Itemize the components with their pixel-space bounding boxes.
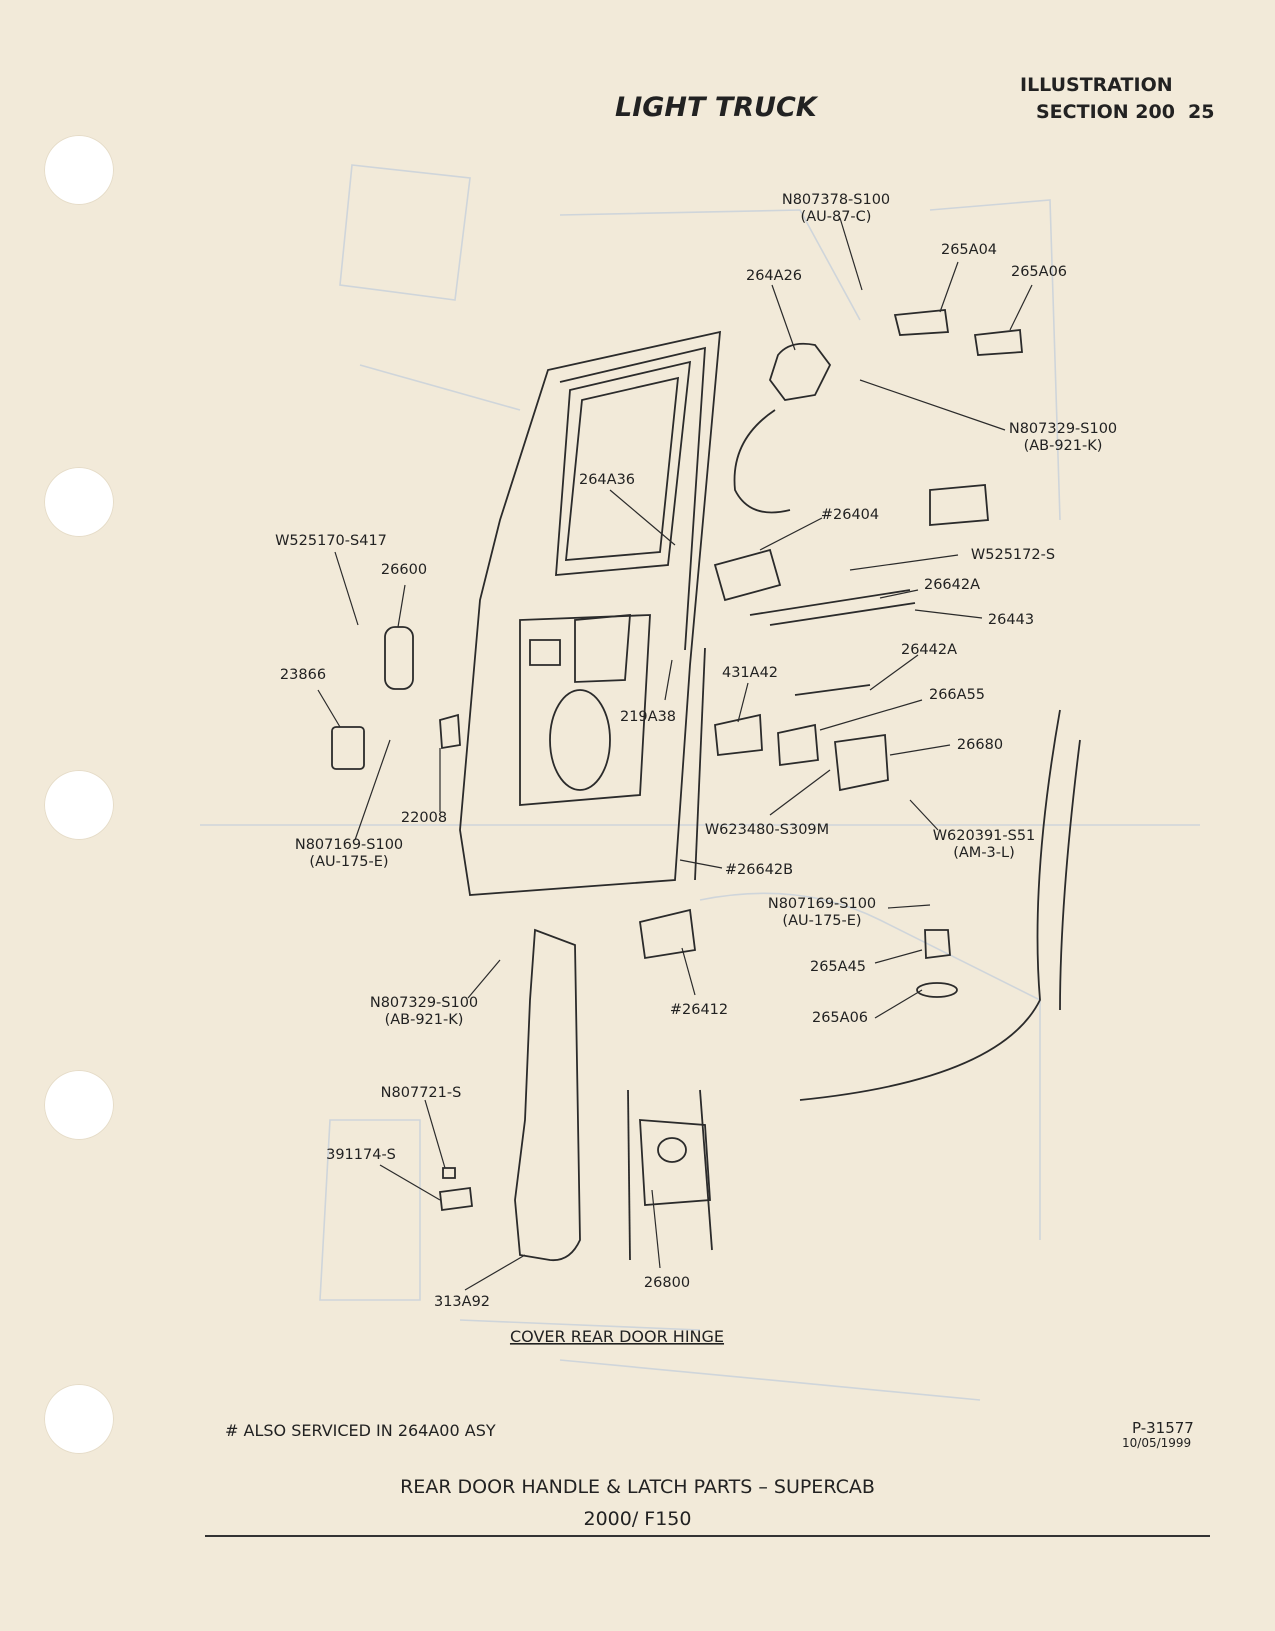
- part-label: 264A36: [579, 472, 635, 488]
- part-label: N807378-S100(AU-87-C): [782, 192, 890, 225]
- hinge-cover: [439, 928, 713, 1262]
- page-title: LIGHT TRUCK: [615, 92, 817, 123]
- section-label: SECTION 200: [1036, 101, 1175, 123]
- binder-hole: [44, 1384, 114, 1454]
- part-label: N807329-S100(AB-921-K): [370, 995, 478, 1028]
- part-label: #26642B: [725, 862, 793, 878]
- part-label: W623480-S309M: [705, 822, 829, 838]
- part-label: N807329-S100(AB-921-K): [1009, 421, 1117, 454]
- caption-subtitle: 2000/ F150: [583, 1508, 692, 1530]
- part-label: N807721-S: [381, 1085, 462, 1101]
- part-label: 313A92: [434, 1294, 490, 1310]
- part-label: N807169-S100(AU-175-E): [295, 837, 403, 870]
- reference-number: P-31577: [1132, 1419, 1194, 1437]
- inside-handle-parts: [331, 626, 461, 770]
- rear-door-panel: [459, 330, 722, 896]
- part-label: 26642A: [924, 577, 980, 593]
- part-label: 265A04: [941, 242, 997, 258]
- part-label: W525170-S417: [275, 533, 387, 549]
- binder-hole: [44, 135, 114, 205]
- part-label: #26404: [821, 507, 879, 523]
- footer-rule: [205, 1535, 1210, 1537]
- part-label: 26680: [957, 737, 1003, 753]
- binder-hole: [44, 770, 114, 840]
- part-label: 23866: [280, 667, 326, 683]
- part-label: 219A38: [620, 709, 676, 725]
- binder-hole: [44, 1070, 114, 1140]
- page-number: 25: [1188, 101, 1215, 123]
- ghost-drawing: [200, 164, 1200, 1401]
- part-label: 26442A: [901, 642, 957, 658]
- part-label: W620391-S51(AM-3-L): [933, 828, 1036, 861]
- latch-assembly: [638, 309, 1023, 960]
- part-label: 264A26: [746, 268, 802, 284]
- part-label: 266A55: [929, 687, 985, 703]
- part-label: 26600: [381, 562, 427, 578]
- part-label: W525172-S: [971, 547, 1055, 563]
- part-label: 26800: [644, 1275, 690, 1291]
- part-label: 265A06: [812, 1010, 868, 1026]
- part-label: 265A06: [1011, 264, 1067, 280]
- part-label: 265A45: [810, 959, 866, 975]
- reference-date: 10/05/1999: [1122, 1436, 1192, 1450]
- illustration-label: ILLUSTRATION: [1020, 74, 1173, 96]
- part-label: 26443: [988, 612, 1034, 628]
- binder-hole: [44, 467, 114, 537]
- hinge-cover-caption: COVER REAR DOOR HINGE: [510, 1327, 724, 1346]
- part-label: 431A42: [722, 665, 778, 681]
- part-label: 391174-S: [326, 1147, 396, 1163]
- part-label: #26412: [670, 1002, 728, 1018]
- part-label: N807169-S100(AU-175-E): [768, 896, 876, 929]
- leader-lines: [317, 217, 1033, 1291]
- hinge-striker: [799, 709, 1081, 1101]
- part-label: 22008: [401, 810, 447, 826]
- service-footnote: # ALSO SERVICED IN 264A00 ASY: [225, 1421, 496, 1440]
- caption-title: REAR DOOR HANDLE & LATCH PARTS – SUPERCA…: [400, 1476, 875, 1498]
